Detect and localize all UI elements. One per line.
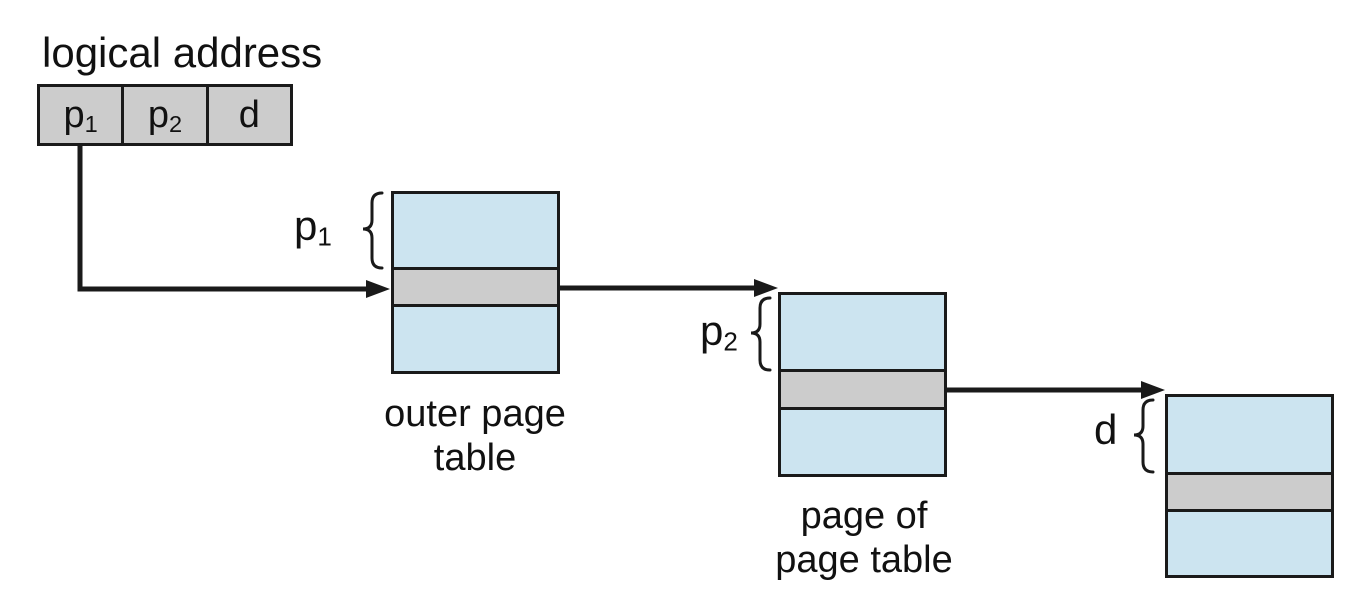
table-row-bottom xyxy=(394,307,557,371)
field-p1: p1 xyxy=(40,87,125,143)
brace-p1-icon xyxy=(362,191,384,270)
table-row-bottom xyxy=(781,410,944,474)
table-row-top xyxy=(781,295,944,369)
field-p1-label: p1 xyxy=(63,93,98,137)
field-p2-label: p2 xyxy=(147,93,183,137)
selected-entry-row xyxy=(781,369,944,410)
brace-p2-icon xyxy=(750,296,772,372)
page-of-page-table xyxy=(778,292,947,477)
field-d: d xyxy=(209,87,290,143)
table-row-bottom xyxy=(1168,512,1331,575)
index-label-p1: p1 xyxy=(294,202,332,252)
field-d-label: d xyxy=(238,93,260,136)
arrowhead-outer-table-to-page-table xyxy=(754,279,778,297)
field-p2: p2 xyxy=(124,87,209,143)
table-row-top xyxy=(1168,397,1331,472)
outer-page-table-label: outer page table xyxy=(384,393,566,479)
outer-page-table xyxy=(391,191,560,374)
logical-address-label: logical address xyxy=(42,29,323,76)
page-of-page-table-label: page of page table xyxy=(775,495,953,581)
index-label-p2: p2 xyxy=(700,307,738,357)
target-page-table xyxy=(1165,394,1334,578)
logical-address-box: p1 p2 d xyxy=(37,84,293,146)
selected-entry-row xyxy=(394,267,557,307)
table-row-top xyxy=(394,194,557,267)
brace-d-icon xyxy=(1133,398,1155,474)
index-label-d: d xyxy=(1094,406,1118,453)
arrowhead-logical-to-outer-table xyxy=(366,280,390,298)
selected-entry-row xyxy=(1168,472,1331,512)
arrowhead-page-table-to-page xyxy=(1141,381,1165,399)
